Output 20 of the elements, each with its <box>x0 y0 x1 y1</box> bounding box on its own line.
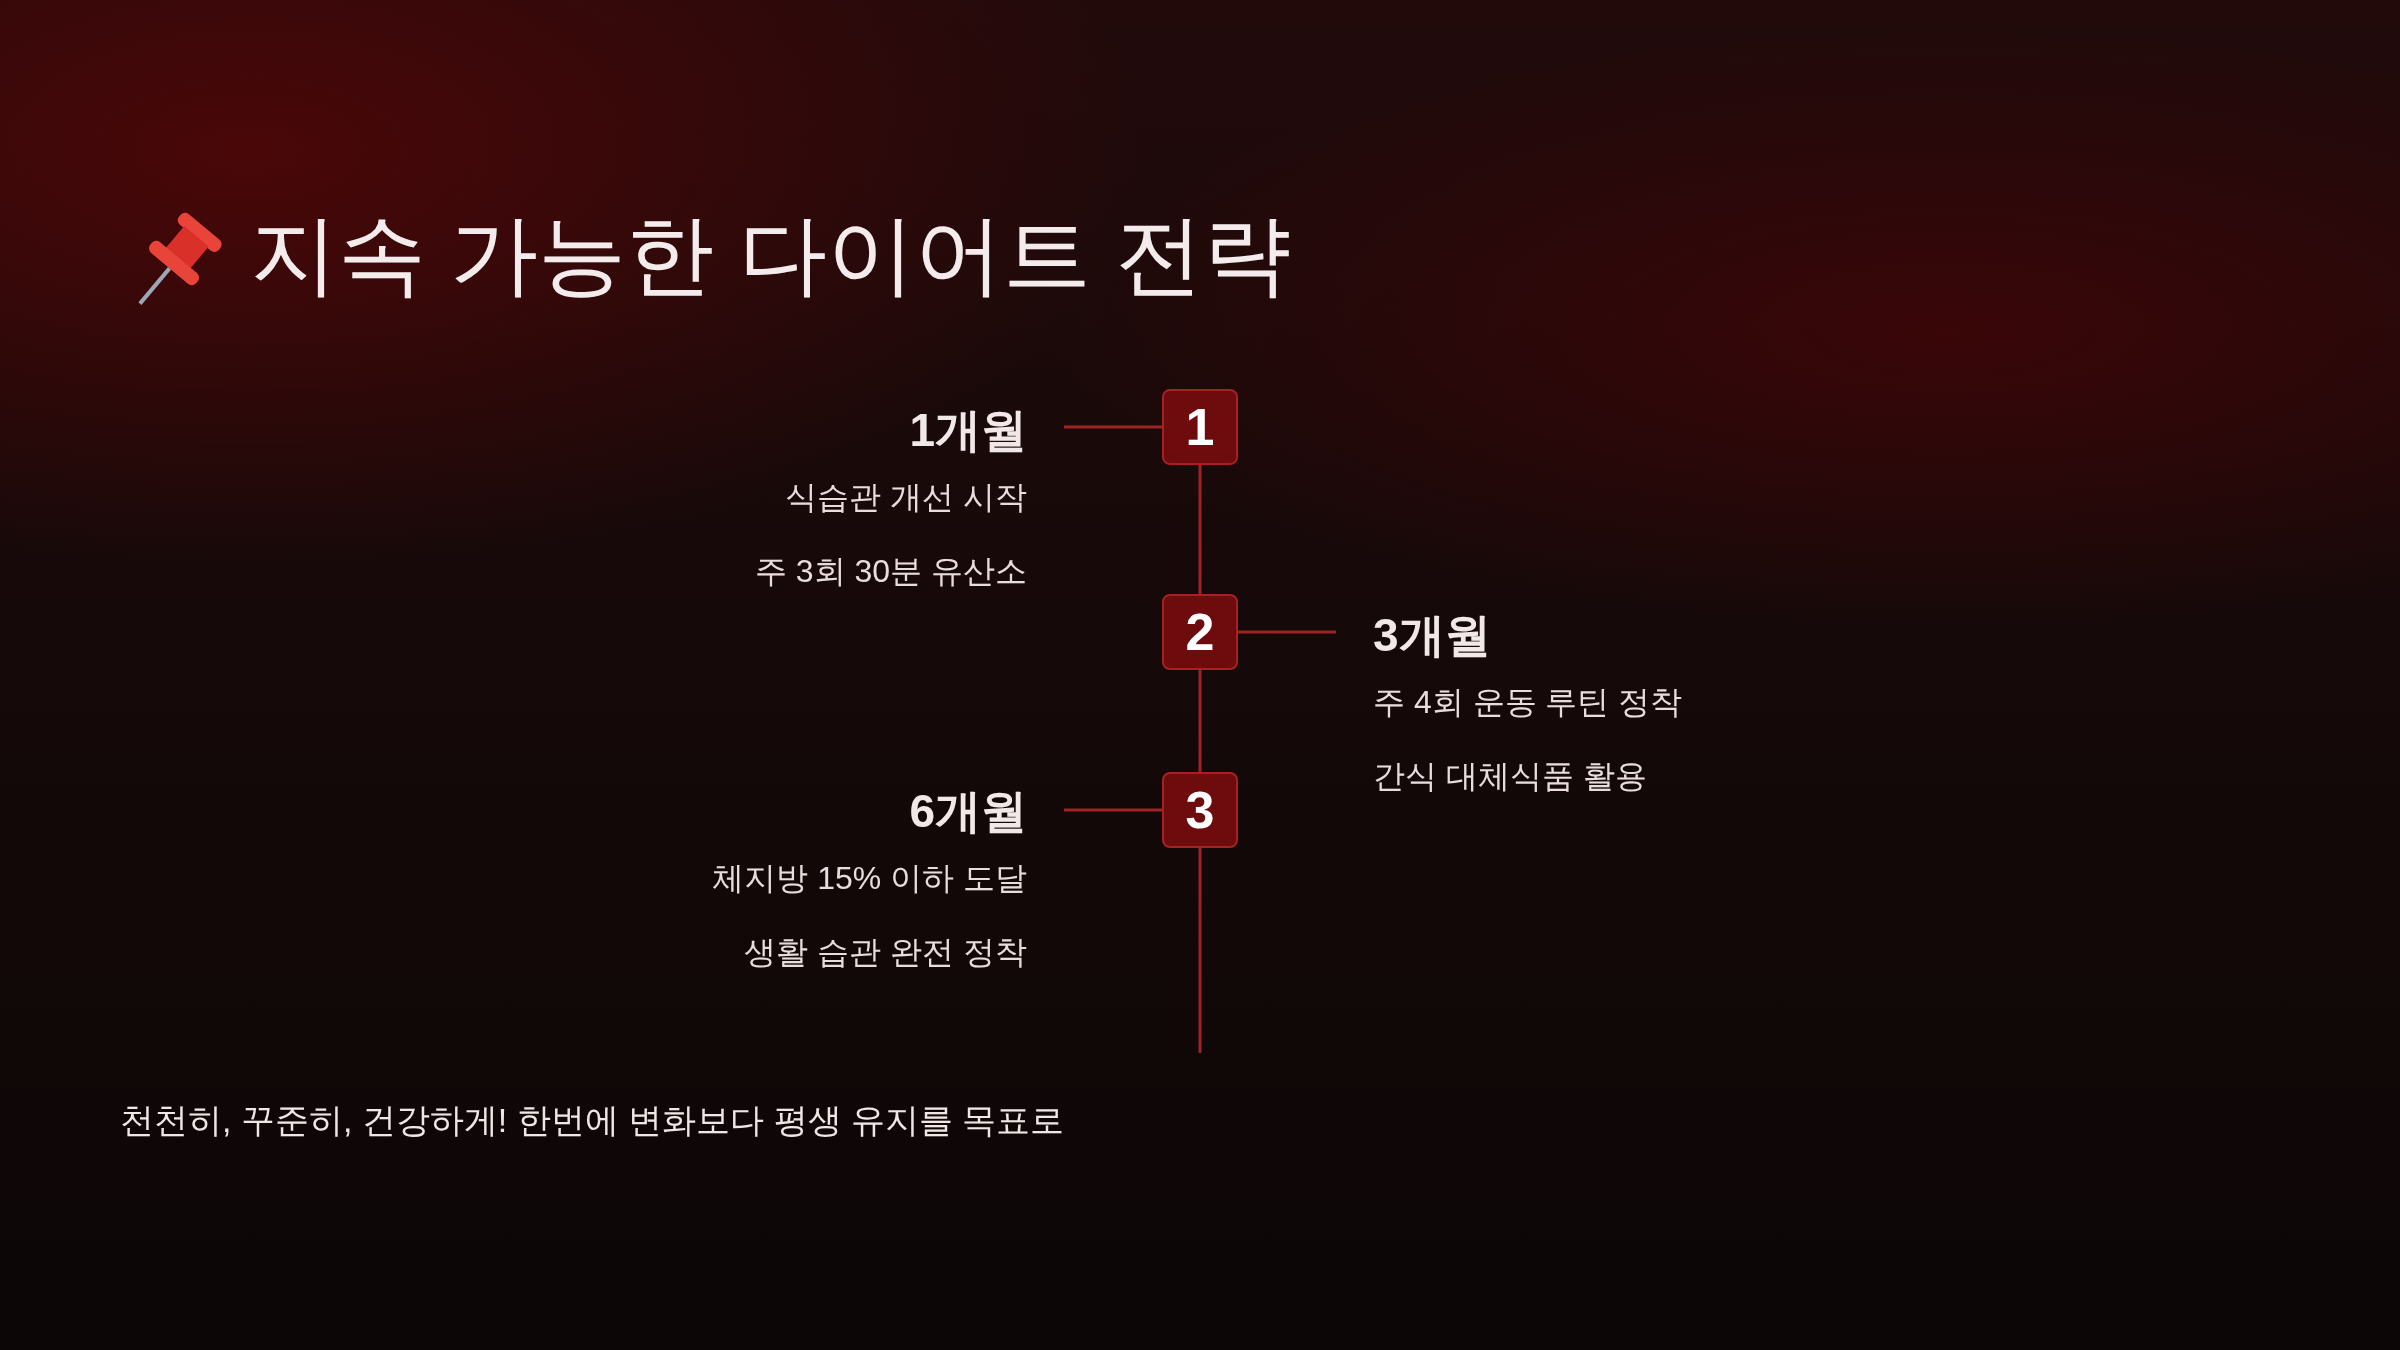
period-heading: 1개월 <box>908 403 1027 458</box>
connector-line <box>1238 630 1336 634</box>
milestone-text: 식습관 개선 시작 <box>784 478 1027 517</box>
milestone-text: 주 4회 운동 루틴 정착 <box>1373 683 1684 722</box>
footer-note: 천천히, 꾸준히, 건강하게! 한번에 변화보다 평생 유지를 목표로 <box>120 1100 1065 1141</box>
milestone-text: 간식 대체식품 활용 <box>1373 757 1648 796</box>
period-heading: 3개월 <box>1373 608 1492 663</box>
step-badge: 2 <box>1162 594 1238 670</box>
step-badge: 3 <box>1162 772 1238 848</box>
connector-line <box>1198 670 1202 772</box>
step-badge: 1 <box>1162 389 1238 465</box>
milestone-text: 주 3회 30분 유산소 <box>753 552 1027 591</box>
connector-line <box>1064 425 1162 429</box>
connector-line <box>1064 808 1162 812</box>
connector-line <box>1198 465 1202 594</box>
period-heading: 6개월 <box>908 784 1027 839</box>
title: 지속 가능한 다이어트 전략 <box>250 205 1292 305</box>
connector-line <box>1198 848 1202 1053</box>
milestone-text: 체지방 15% 이하 도달 <box>711 859 1027 898</box>
milestone-text: 생활 습관 완전 정착 <box>743 933 1027 972</box>
